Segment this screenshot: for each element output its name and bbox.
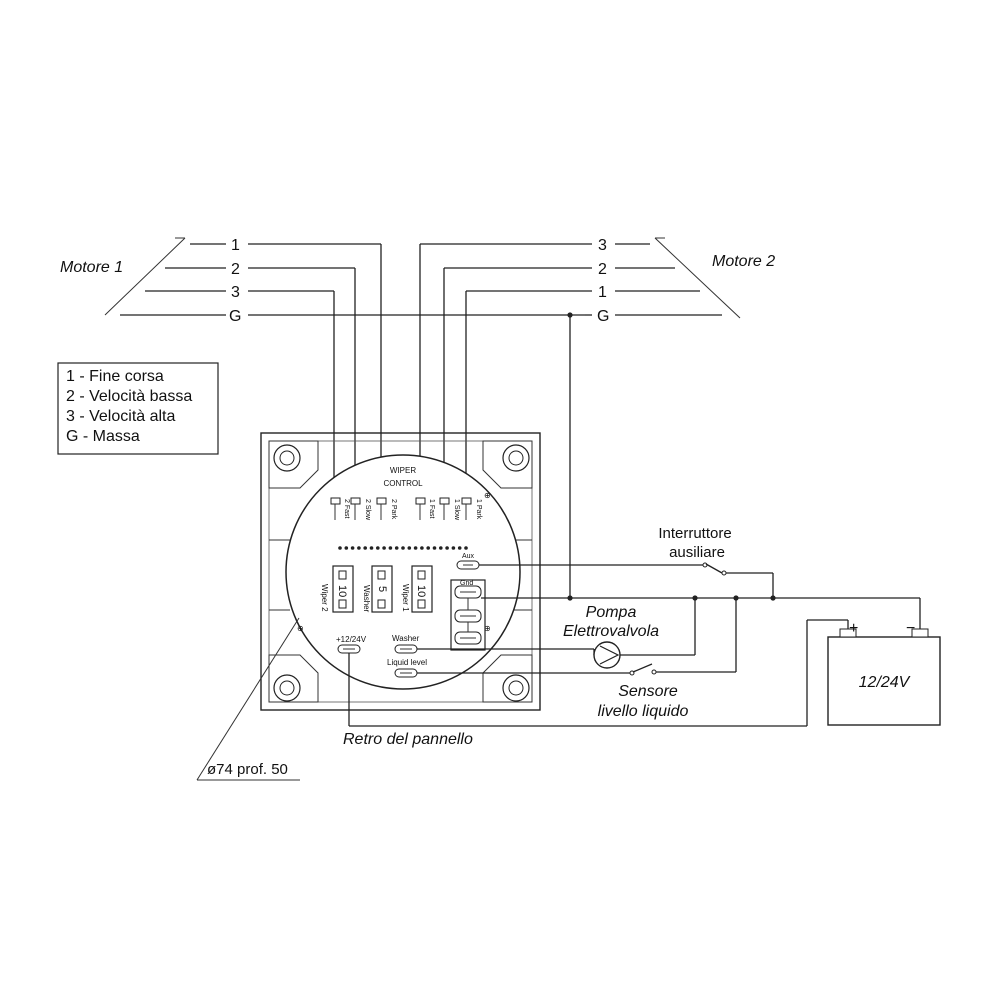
led-dot-icon <box>457 546 462 550</box>
battery-minus-label: − <box>906 620 915 637</box>
motor-1-wire-3-label: 3 <box>231 284 240 301</box>
fuse-wiper-2 <box>332 565 354 613</box>
hole-size-label: ø74 prof. 50 <box>207 761 288 778</box>
legend-item-g: G - Massa <box>66 428 140 445</box>
led-dot-icon <box>426 546 431 550</box>
terminal-label-1-fast: 1 Fast <box>428 499 435 519</box>
led-dot-icon <box>350 546 355 550</box>
power-terminal-icon <box>337 644 361 654</box>
led-dot-icon <box>363 546 368 550</box>
fuse-wiper-1 <box>411 565 433 613</box>
terminal-1-slow-icon <box>439 497 450 520</box>
motor-1-title: Motore 1 <box>60 259 123 276</box>
legend-item-3: 3 - Velocità alta <box>66 408 176 425</box>
sensor-label-line-2: livello liquido <box>598 703 689 720</box>
fuse-label-washer: Washer <box>362 585 371 613</box>
ground-block <box>450 579 486 651</box>
washer-terminal-icon <box>394 644 418 654</box>
fuse-value-wiper-1: 10 <box>415 585 427 597</box>
aux-terminal-icon <box>456 560 480 570</box>
battery-plus-label: + <box>849 620 858 637</box>
motor-2-title: Motore 2 <box>712 253 775 270</box>
motor-1-wire-g-label: G <box>229 308 241 325</box>
ground-label: Gnd <box>460 580 473 587</box>
led-dot-icon <box>388 546 393 550</box>
led-dot-icon <box>376 546 380 550</box>
motor-2-wire-g-label: G <box>597 308 609 325</box>
terminal-label-2-park: 2 Park <box>390 499 397 520</box>
liquid-level-terminal-icon <box>394 668 418 678</box>
svg-text:⊕: ⊕ <box>484 624 491 633</box>
led-dot-icon <box>445 546 449 550</box>
svg-text:⊕: ⊕ <box>484 491 491 500</box>
panel-title-line-1: WIPER <box>390 466 416 475</box>
svg-text:⊕: ⊕ <box>297 624 304 633</box>
mounting-hole-icon <box>502 674 530 702</box>
fuse-label-wiper-2: Wiper 2 <box>320 584 329 612</box>
mounting-hole-icon <box>273 444 301 472</box>
led-dot-icon <box>369 546 374 550</box>
motor-2-wire-2-label: 2 <box>598 261 607 278</box>
motor-1-wire-2-label: 2 <box>231 261 240 278</box>
led-dot-icon <box>420 546 424 550</box>
legend: 1 - Fine corsa 2 - Velocità bassa 3 - Ve… <box>57 362 219 455</box>
motor-2-wires: 3 2 1 G <box>420 237 741 325</box>
led-dot-icon <box>344 546 349 550</box>
motor-2-wire-3-label: 3 <box>598 237 607 254</box>
terminal-2-slow-icon <box>350 497 361 520</box>
led-dot-icon <box>451 546 456 550</box>
terminal-2-park-icon <box>376 497 387 520</box>
terminal-label-2-fast: 2 Fast <box>343 499 350 519</box>
led-dot-icon <box>407 546 412 550</box>
mounting-hole-icon <box>502 444 530 472</box>
led-row <box>338 546 468 550</box>
mounting-hole-icon <box>273 674 301 702</box>
motor-1-wire-1-label: 1 <box>231 237 240 254</box>
terminal-label-1-slow: 1 Slow <box>453 499 460 521</box>
led-dot-icon <box>439 546 443 550</box>
aux-terminal-label: Aux <box>462 553 475 560</box>
terminal-label-2-slow: 2 Slow <box>364 499 371 521</box>
top-terminals <box>330 497 472 520</box>
aux-switch-label-line-2: ausiliare <box>669 544 725 561</box>
power-terminal-label: +12/24V <box>336 635 367 644</box>
led-dot-icon <box>401 546 405 550</box>
pump-icon <box>593 641 621 669</box>
sensor-label-line-1: Sensore <box>618 683 678 700</box>
legend-item-2: 2 - Velocità bassa <box>66 388 192 405</box>
terminal-1-park-icon <box>461 497 472 520</box>
fuse-value-wiper-2: 10 <box>336 585 348 597</box>
led-dot-icon <box>394 546 399 550</box>
legend-item-1: 1 - Fine corsa <box>66 368 164 385</box>
pump-label-line-1: Pompa <box>586 604 637 621</box>
fuse-label-wiper-1: Wiper 1 <box>401 584 410 612</box>
led-dot-icon <box>382 546 386 550</box>
liquid-level-terminal-label: Liquid level <box>387 658 427 667</box>
pump-label-line-2: Elettrovalvola <box>563 623 659 640</box>
led-dot-icon <box>464 546 468 550</box>
fuse-washer <box>371 565 393 613</box>
led-dot-icon <box>432 546 437 550</box>
led-dot-icon <box>357 546 361 550</box>
terminal-2-fast-icon <box>330 497 341 520</box>
motor-1-wires: 1 2 3 G <box>104 237 585 325</box>
aux-switch-label-line-1: Interruttore <box>658 525 731 542</box>
battery-voltage-label: 12/24V <box>859 674 911 691</box>
battery-icon <box>827 628 941 726</box>
external-wiring <box>196 312 921 781</box>
washer-terminal-label: Washer <box>392 634 420 643</box>
terminal-1-fast-icon <box>415 497 426 520</box>
panel-back-label: Retro del pannello <box>343 731 473 748</box>
fuse-value-washer: 5 <box>376 586 388 592</box>
led-dot-icon <box>413 546 418 550</box>
panel-title-line-2: CONTROL <box>383 479 423 488</box>
terminal-label-1-park: 1 Park <box>475 499 482 520</box>
led-dot-icon <box>338 546 342 550</box>
motor-2-wire-1-label: 1 <box>598 284 607 301</box>
